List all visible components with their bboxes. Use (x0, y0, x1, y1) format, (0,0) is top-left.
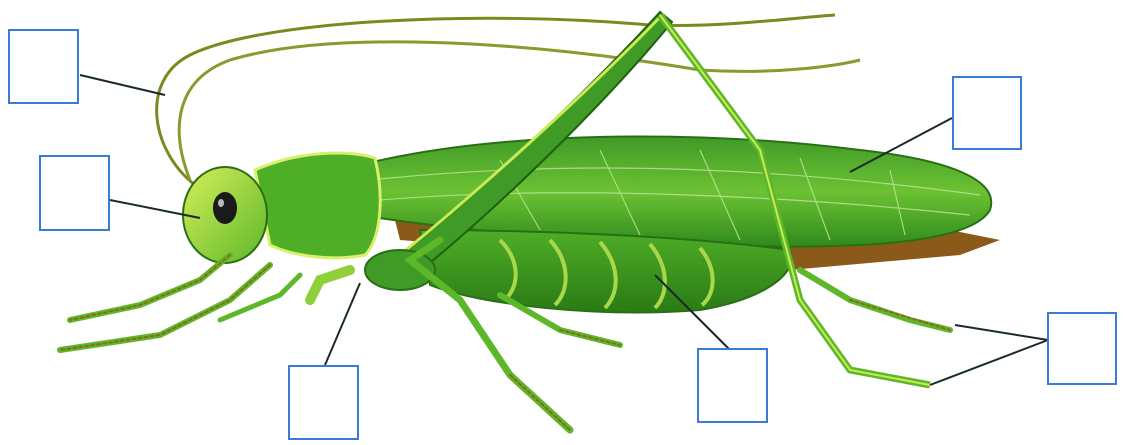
pronotum (255, 153, 380, 258)
label-box-abdomen[interactable] (697, 348, 768, 423)
compound-eye (213, 192, 237, 224)
front-legs (60, 255, 350, 350)
leader-leg-lower (930, 340, 1048, 385)
label-box-thorax-leg[interactable] (288, 365, 359, 440)
label-box-head[interactable] (39, 155, 110, 231)
leader-thorax-leg (325, 283, 360, 365)
leader-antenna (80, 75, 165, 95)
label-box-legs[interactable] (1047, 312, 1117, 385)
label-box-antenna[interactable] (8, 29, 79, 104)
hind-lower-legs (800, 270, 950, 330)
leader-leg-upper (955, 325, 1048, 340)
label-box-wing[interactable] (952, 76, 1022, 150)
